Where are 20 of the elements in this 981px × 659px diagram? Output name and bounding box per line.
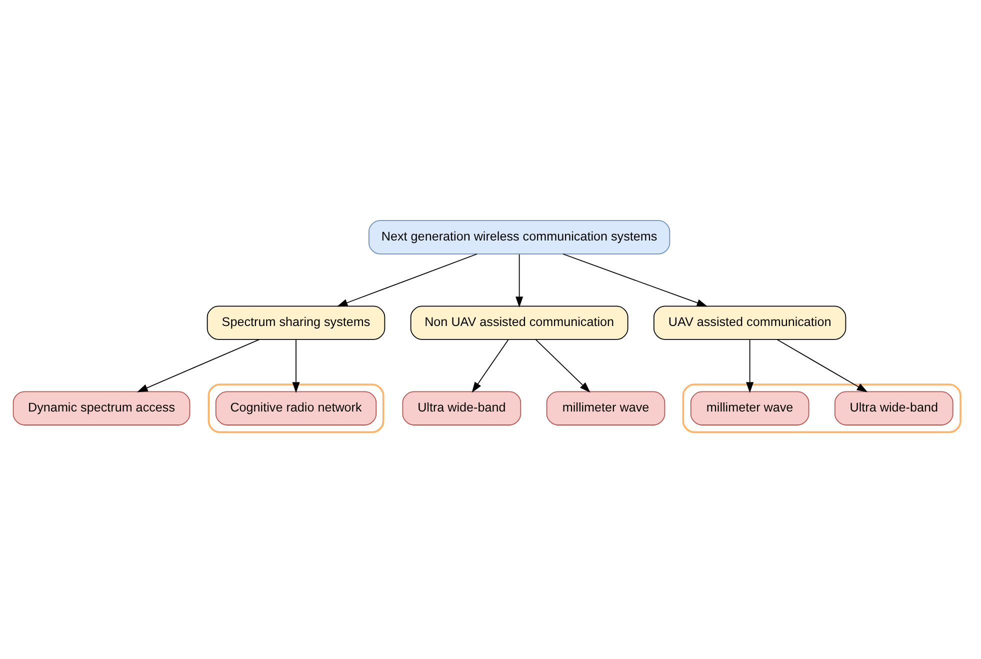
arrow bbox=[776, 338, 868, 392]
node-box: Cognitive radio network bbox=[215, 390, 377, 425]
arrow bbox=[136, 338, 260, 392]
node-box: Next generation wireless communication systems bbox=[368, 220, 670, 254]
node-box: millimeter wave bbox=[546, 390, 666, 425]
arrow bbox=[516, 253, 524, 307]
arrow bbox=[292, 338, 300, 392]
node-box: Dynamic spectrum access bbox=[12, 390, 190, 425]
node-box: millimeter wave bbox=[690, 390, 810, 425]
node-box: UAV assisted communication bbox=[653, 305, 846, 340]
node-box: Non UAV assisted communication bbox=[410, 305, 628, 340]
node-box: Ultra wide-band bbox=[402, 390, 522, 425]
arrow bbox=[472, 338, 509, 392]
arrow bbox=[536, 338, 590, 392]
arrow bbox=[562, 253, 708, 306]
arrow bbox=[746, 338, 754, 392]
node-box: Ultra wide-band bbox=[834, 390, 954, 425]
arrow bbox=[336, 253, 478, 306]
cluster bbox=[208, 383, 384, 433]
node-box: Spectrum sharing systems bbox=[206, 305, 386, 340]
